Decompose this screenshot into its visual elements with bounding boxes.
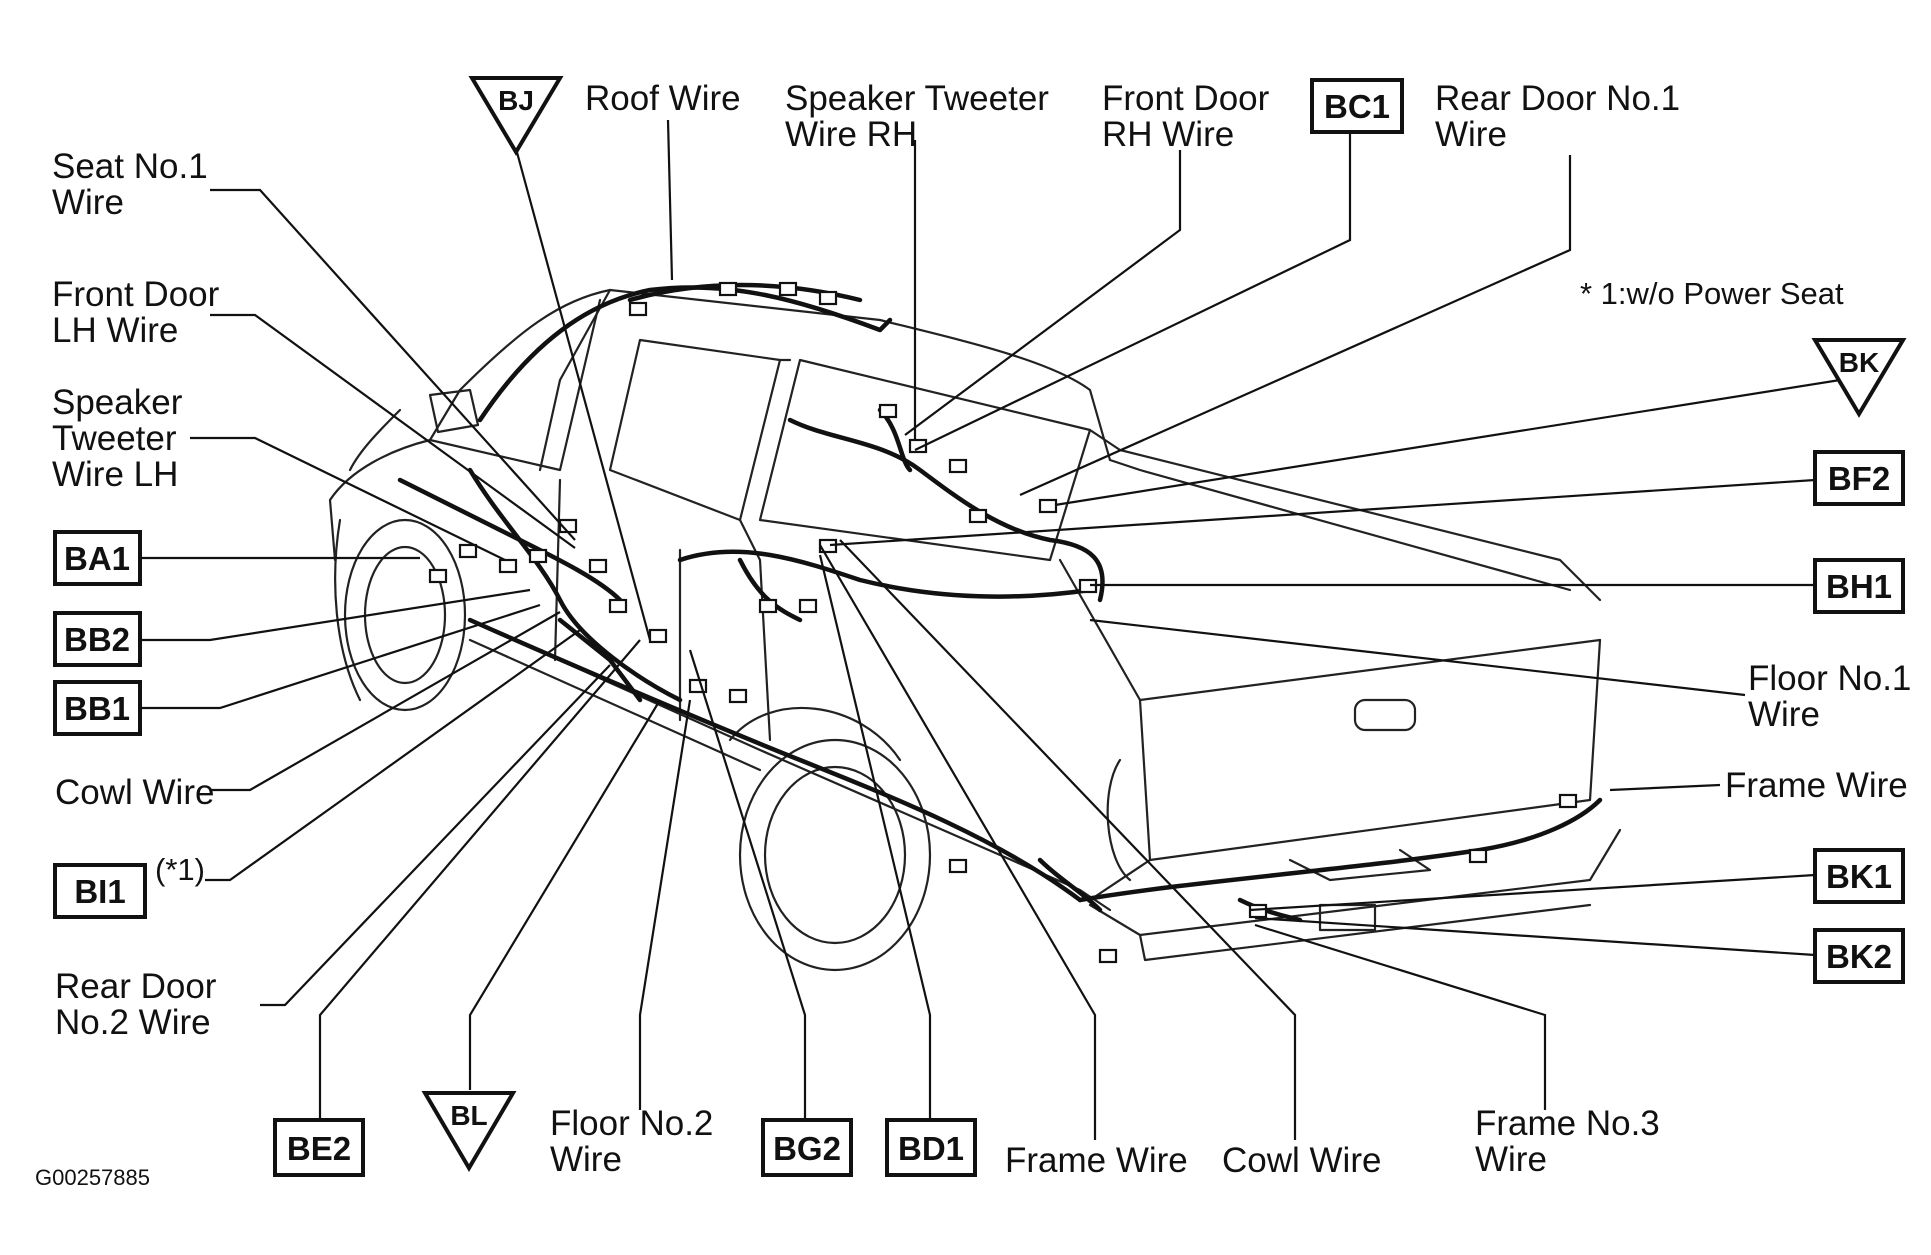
label-cowl-wire-bottom: Cowl Wire [1222, 1141, 1381, 1180]
code-box-BG2: BG2 [761, 1118, 853, 1177]
label-frame-wire-right: Frame Wire [1725, 766, 1908, 805]
triangle-BJ: BJ [468, 76, 564, 156]
rear-door-no1-line1: Rear Door No.1 [1435, 79, 1680, 118]
frame-no3-line1: Frame No.3 [1475, 1104, 1660, 1143]
label-floor-no2-wire: Floor No.2 Wire [550, 1104, 713, 1179]
wire-harness [397, 282, 1603, 923]
connectors [428, 281, 1578, 964]
label-floor-no1-wire: Floor No.1 Wire [1748, 659, 1911, 734]
speaker-tweeter-rh-line1: Speaker Tweeter [785, 79, 1049, 118]
triangle-code-BJ: BJ [498, 85, 534, 116]
code-box-BF2: BF2 [1813, 450, 1905, 506]
label-cowl-wire-left: Cowl Wire [55, 773, 214, 812]
truck-outline [328, 288, 1622, 972]
code-BI1-note: (*1) [155, 852, 205, 887]
front-door-rh-line2: RH Wire [1102, 115, 1234, 154]
label-rear-door-no1-wire: Rear Door No.1 Wire [1435, 79, 1680, 154]
code-BF2: BF2 [1828, 460, 1890, 497]
label-front-door-rh-wire: Front Door RH Wire [1102, 79, 1270, 154]
code-box-BK2: BK2 [1813, 928, 1905, 984]
code-box-BB1: BB1 [53, 680, 142, 736]
front-door-lh-line1: Front Door [52, 275, 220, 314]
triangle-BK: BK [1811, 338, 1907, 418]
code-box-BD1: BD1 [885, 1118, 977, 1177]
speaker-tweeter-lh-line1: Speaker [52, 383, 183, 422]
seat-no1-line2: Wire [52, 183, 124, 222]
code-box-BI1: BI1 (*1) [53, 852, 205, 919]
code-BI1: BI1 [74, 873, 125, 910]
power-seat-note: * 1:w/o Power Seat [1580, 276, 1844, 311]
code-BK1: BK1 [1826, 858, 1892, 895]
code-box-BK1: BK1 [1813, 848, 1905, 904]
code-BB1: BB1 [64, 690, 130, 727]
leader-lines [140, 119, 1841, 1140]
code-BK2: BK2 [1826, 938, 1892, 975]
floor-no1-line1: Floor No.1 [1748, 659, 1911, 698]
code-box-BC1: BC1 [1310, 78, 1404, 134]
label-seat-no1-wire: Seat No.1 Wire [52, 147, 208, 222]
triangle-BL: BL [421, 1091, 517, 1172]
floor-no1-line2: Wire [1748, 695, 1820, 734]
code-BD1: BD1 [898, 1130, 964, 1167]
triangle-code-BL: BL [450, 1100, 487, 1131]
code-box-BH1: BH1 [1813, 558, 1905, 614]
figure-id: G00257885 [35, 1165, 150, 1190]
floor-no2-line2: Wire [550, 1140, 622, 1179]
speaker-tweeter-lh-line2: Tweeter [52, 419, 177, 458]
code-BC1: BC1 [1324, 88, 1390, 125]
speaker-tweeter-rh-line2: Wire RH [785, 115, 917, 154]
code-BB2: BB2 [64, 621, 130, 658]
rear-door-no1-line2: Wire [1435, 115, 1507, 154]
front-door-lh-line2: LH Wire [52, 311, 178, 350]
label-speaker-tweeter-rh: Speaker Tweeter Wire RH [785, 79, 1049, 154]
label-front-door-lh-wire: Front Door LH Wire [52, 275, 220, 350]
floor-no2-line1: Floor No.2 [550, 1104, 713, 1143]
code-box-BA1: BA1 [53, 530, 142, 586]
label-speaker-tweeter-lh: Speaker Tweeter Wire LH [52, 383, 183, 494]
label-frame-no3-wire: Frame No.3 Wire [1475, 1104, 1660, 1179]
code-box-BB2: BB2 [53, 611, 142, 667]
label-roof-wire: Roof Wire [585, 79, 741, 118]
triangle-code-BK: BK [1839, 347, 1879, 378]
front-door-rh-line1: Front Door [1102, 79, 1270, 118]
code-BA1: BA1 [64, 540, 130, 577]
frame-no3-line2: Wire [1475, 1140, 1547, 1179]
rear-door-no2-line2: No.2 Wire [55, 1003, 211, 1042]
speaker-tweeter-lh-line3: Wire LH [52, 455, 178, 494]
code-BH1: BH1 [1826, 568, 1892, 605]
label-rear-door-no2-wire: Rear Door No.2 Wire [55, 967, 217, 1042]
code-box-BE2: BE2 [273, 1118, 365, 1177]
rear-door-no2-line1: Rear Door [55, 967, 217, 1006]
label-frame-wire-bottom: Frame Wire [1005, 1141, 1188, 1180]
seat-no1-line1: Seat No.1 [52, 147, 208, 186]
code-BG2: BG2 [773, 1130, 841, 1167]
code-BE2: BE2 [287, 1130, 351, 1167]
